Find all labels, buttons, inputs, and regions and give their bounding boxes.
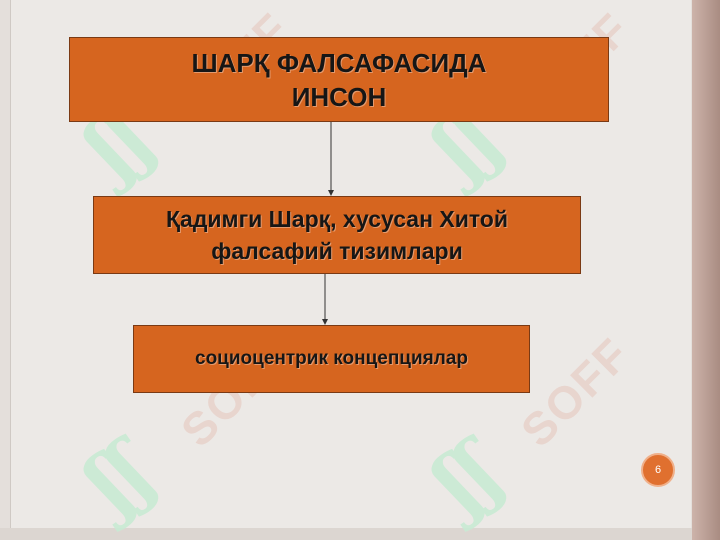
bottom-concept-box: социоцентрик концепциялар bbox=[133, 325, 530, 393]
page-number: 6 bbox=[654, 464, 662, 476]
page-number-badge: 6 bbox=[641, 453, 675, 487]
bottom-box-line1: социоцентрик концепциялар bbox=[195, 348, 468, 369]
arrowhead-top-middle bbox=[328, 190, 334, 196]
top-box-line2: ИНСОН bbox=[291, 81, 387, 112]
middle-box-line2: фалсафий тизимлари bbox=[211, 238, 463, 264]
top-box-line1: ШАРҚ ФАЛСАФАСИДА bbox=[191, 47, 487, 78]
arrowhead-middle-bottom bbox=[322, 319, 328, 325]
middle-concept-box: Қадимги Шарқ, хусусан Хитой фалсафий тиз… bbox=[93, 196, 581, 274]
top-concept-box: ШАРҚ ФАЛСАФАСИДА ИНСОН bbox=[69, 37, 609, 122]
slide-right-edge bbox=[692, 0, 720, 540]
middle-box-line1: Қадимги Шарқ, хусусан Хитой bbox=[165, 206, 508, 232]
slide-bottom-edge bbox=[0, 528, 692, 540]
